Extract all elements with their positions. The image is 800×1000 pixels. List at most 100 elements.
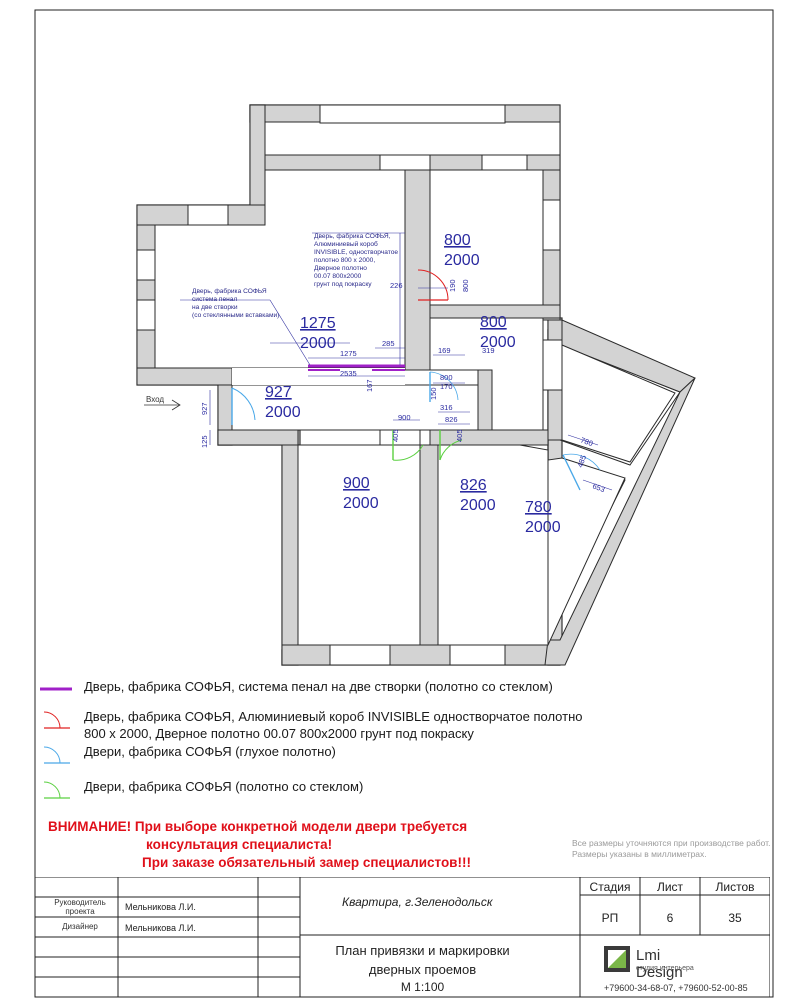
callout-line: Дверное полотно [314, 265, 367, 272]
legend-text: Дверь, фабрика СОФЬЯ, Алюминиевый короб … [84, 709, 583, 741]
svg-text:2000: 2000 [300, 335, 336, 352]
dim-value: 485 [575, 454, 588, 469]
sheets-header: Листов [715, 880, 755, 894]
door-mark: 900 2000 [343, 475, 379, 512]
callout-invisible: Дверь, фабрика СОФЬЯ, Алюминиевый короб … [314, 232, 398, 288]
callout-line: на две створки [192, 304, 238, 311]
project-name: Квартира, г.Зеленодольск [342, 895, 493, 909]
stage-header: Стадия [589, 880, 631, 894]
door-blind-entrance [231, 387, 256, 425]
warning-line-1: ВНИМАНИЕ! При выборе конкретной модели д… [48, 819, 468, 834]
pencil-door-icon [40, 687, 72, 691]
company-tagline: студия интерьера [636, 965, 694, 972]
door-mark: 800 2000 [480, 314, 516, 351]
callout-line: Дверь, фабрика СОФЬЯ [192, 287, 267, 295]
dim-value: 167 [365, 379, 374, 392]
callout-line: (со стеклянными вставками) [192, 312, 279, 319]
callout-line: INVISIBLE, одностворчатое [314, 249, 398, 256]
door-blind-bath [429, 371, 459, 402]
dimension-values: 226 190 800 285 1275 2535 167 169 319 80… [200, 279, 606, 494]
name-project-lead: Мельникова Л.И. [125, 902, 196, 912]
legend-item-pencil: Дверь, фабрика СОФЬЯ, система пенал на д… [38, 678, 553, 700]
legend-text: Двери, фабрика СОФЬЯ (полотно со стеклом… [84, 779, 364, 794]
company-name: Lmi Design [636, 947, 683, 981]
swing-door-green-icon [43, 781, 70, 799]
dim-value: 190 [448, 279, 457, 292]
door-blind-right [562, 453, 601, 491]
door-pencil-living [308, 364, 405, 371]
legend-text: Дверь, фабрика СОФЬЯ, система пенал на д… [84, 679, 553, 694]
scale: М 1:100 [400, 980, 445, 994]
dim-value: 319 [482, 346, 495, 355]
door-mark: 927 2000 [265, 384, 301, 421]
warning-line-2: консультация специалиста! [146, 837, 333, 852]
door-glass-lower-left [392, 430, 424, 461]
svg-text:2000: 2000 [460, 497, 496, 514]
dim-value: 226 [390, 281, 403, 290]
svg-text:1275: 1275 [300, 315, 336, 332]
door-mark: 800 2000 [444, 232, 480, 269]
note-line-1: Все размеры уточняются при производстве … [572, 838, 771, 848]
svg-text:927: 927 [265, 384, 292, 401]
door-invisible-bedroom [417, 269, 449, 301]
role-designer: Дизайнер [62, 922, 98, 931]
name-designer: Мельникова Л.И. [125, 923, 196, 933]
svg-text:2000: 2000 [525, 519, 561, 536]
callout-pencil: Дверь, фабрика СОФЬЯ система пенал на дв… [192, 287, 279, 319]
dim-value: 285 [382, 339, 395, 348]
svg-text:800: 800 [480, 314, 507, 331]
dim-value: 405 [391, 429, 400, 442]
swing-door-blue-icon [43, 746, 70, 764]
dim-value: 653 [591, 481, 606, 494]
entrance-arrow: Вход [144, 395, 181, 411]
door-mark: 826 2000 [460, 477, 496, 514]
sheet-title-line-2: дверных проемов [368, 962, 477, 977]
svg-text:2000: 2000 [343, 495, 379, 512]
dim-value: 1275 [340, 349, 357, 358]
door-mark: 1275 2000 [300, 315, 336, 352]
legend-item-invisible: Дверь, фабрика СОФЬЯ, Алюминиевый короб … [38, 708, 583, 742]
dim-value: 169 [438, 346, 451, 355]
svg-text:800: 800 [444, 232, 471, 249]
legend-item-glass: Двери, фабрика СОФЬЯ (полотно со стеклом… [38, 778, 363, 800]
company-phones: +79600-34-68-07, +79600-52-00-85 [604, 983, 748, 993]
dim-value: 125 [200, 435, 209, 448]
callout-line: полотно 800 х 2000, [314, 257, 375, 264]
callout-line: грунт под покраску [314, 281, 372, 288]
sheet-header: Лист [656, 880, 684, 894]
dim-value: 826 [445, 415, 458, 424]
svg-text:826: 826 [460, 477, 487, 494]
dim-value: 170 [440, 382, 453, 391]
door-mark: 780 2000 [525, 499, 561, 536]
svg-text:2000: 2000 [265, 404, 301, 421]
dim-value: 2535 [340, 369, 357, 378]
svg-text:900: 900 [343, 475, 370, 492]
sheet-value: 6 [666, 911, 674, 925]
door-marks: 800 2000 800 2000 1275 2000 927 2000 900… [265, 232, 561, 536]
logo-mark-icon [604, 946, 630, 972]
svg-text:2000: 2000 [444, 252, 480, 269]
callout-line: Дверь, фабрика СОФЬЯ, [314, 232, 391, 240]
callout-line: 00.07 800х2000 [314, 273, 362, 280]
callout-line: Алюминиевый короб [314, 240, 378, 248]
company-logo: Lmi Design студия интерьера [602, 944, 694, 981]
swing-door-red-icon [43, 711, 70, 729]
legend-item-blind: Двери, фабрика СОФЬЯ (глухое полотно) [38, 743, 336, 765]
note-line-2: Размеры указаны в миллиметрах. [572, 849, 707, 859]
role-project-lead: Руководитель проекта [54, 898, 106, 916]
dim-value: 800 [461, 279, 470, 292]
dim-value: 927 [200, 402, 209, 415]
warning-line-3: При заказе обязательный замер специалист… [142, 855, 471, 870]
measurement-note: Все размеры уточняются при производстве … [572, 838, 770, 860]
sheets-value: 35 [728, 911, 742, 925]
dim-value: 800 [440, 373, 453, 382]
svg-text:2000: 2000 [480, 334, 516, 351]
title-block-grid [35, 877, 770, 997]
dim-value: 316 [440, 403, 453, 412]
dim-value: 900 [398, 413, 411, 422]
dim-value: 405 [455, 429, 464, 442]
floor-plan: Вход [136, 104, 696, 666]
dim-value: 780 [579, 435, 594, 448]
